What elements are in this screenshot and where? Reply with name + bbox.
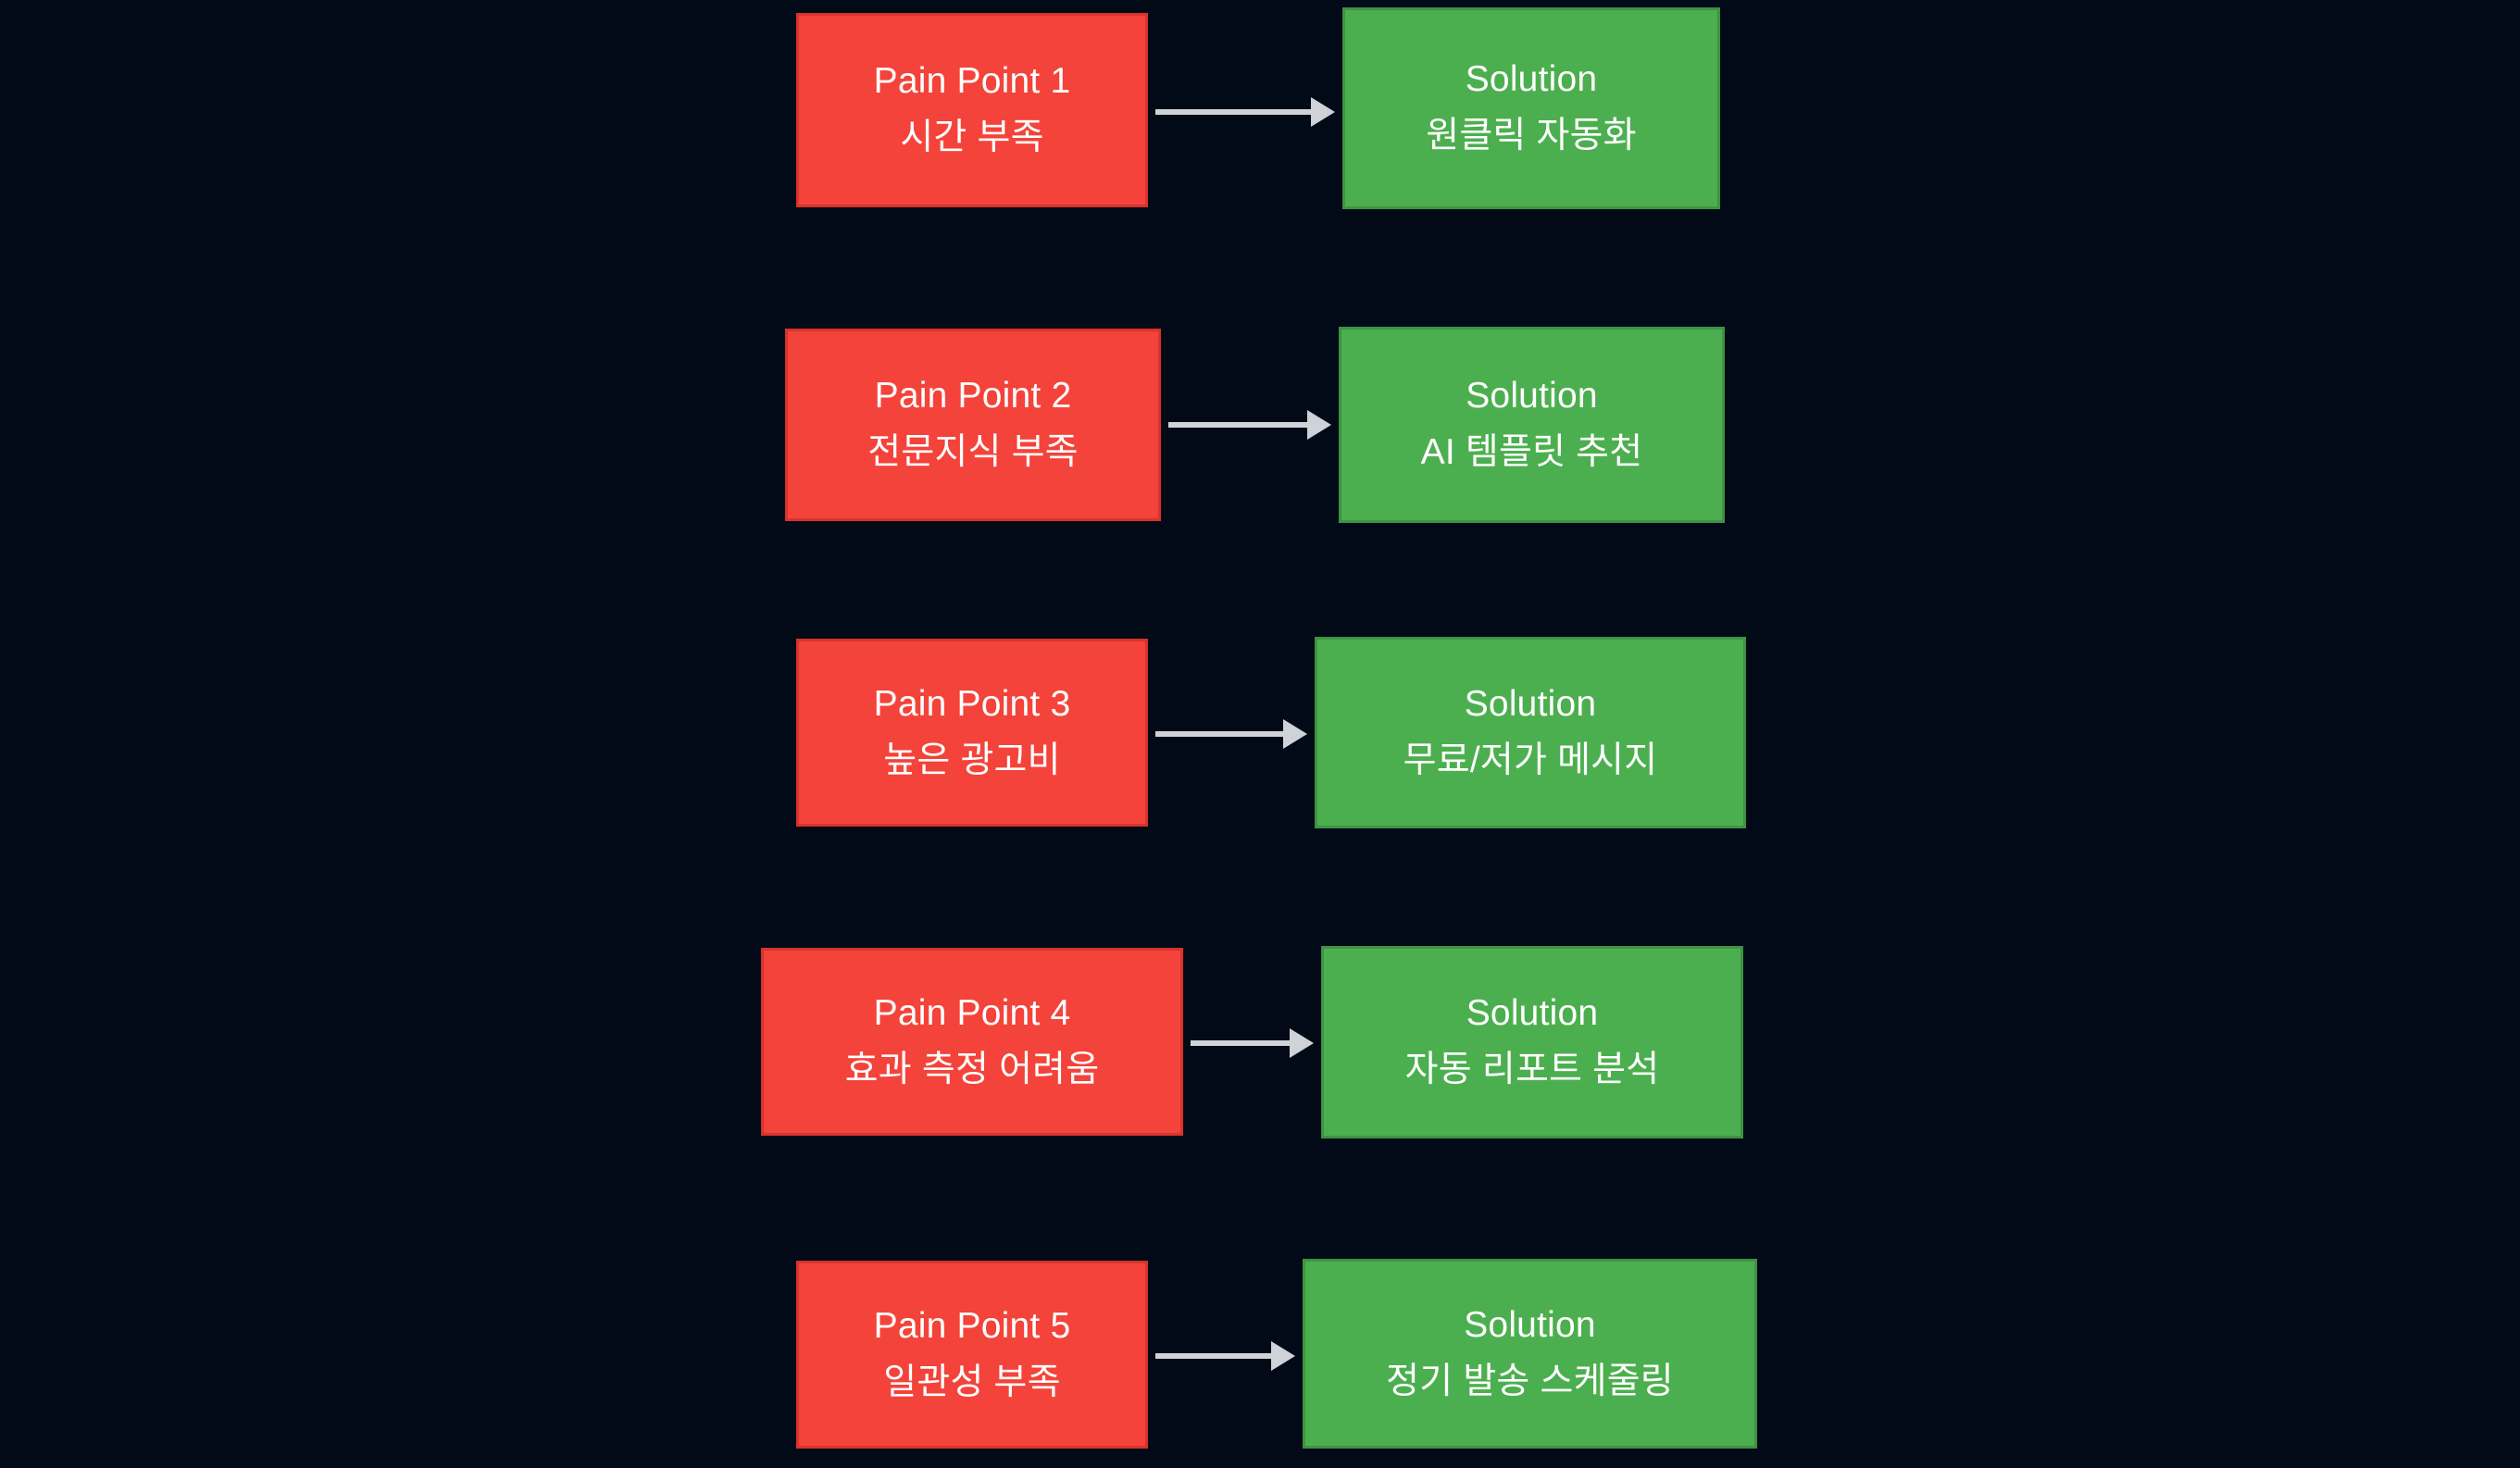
- solution-node-4[interactable]: Solution 자동 리포트 분석: [1321, 946, 1743, 1138]
- solution-subtitle-4: 자동 리포트 분석: [1404, 1050, 1660, 1089]
- solution-title-3: Solution: [1464, 683, 1597, 724]
- arrow-shaft-2: [1168, 422, 1309, 428]
- pain-point-node-2[interactable]: Pain Point 2 전문지식 부족: [785, 329, 1161, 521]
- arrow-head-icon-2: [1307, 410, 1331, 440]
- solution-node-2[interactable]: Solution AI 템플릿 추천: [1339, 327, 1725, 523]
- solution-node-5[interactable]: Solution 정기 발송 스케줄링: [1303, 1259, 1757, 1449]
- solution-subtitle-5: 정기 발송 스케줄링: [1386, 1361, 1674, 1401]
- pain-point-title-3: Pain Point 3: [873, 683, 1071, 724]
- arrow-head-icon-5: [1271, 1341, 1295, 1371]
- solution-title-5: Solution: [1464, 1304, 1596, 1345]
- pain-point-node-1[interactable]: Pain Point 1 시간 부족: [796, 13, 1148, 207]
- pain-point-node-3[interactable]: Pain Point 3 높은 광고비: [796, 639, 1148, 827]
- solution-subtitle-3: 무료/저가 메시지: [1403, 740, 1658, 780]
- pain-point-title-1: Pain Point 1: [873, 61, 1071, 102]
- arrow-shaft-5: [1155, 1353, 1273, 1359]
- pain-point-subtitle-1: 시간 부족: [900, 118, 1044, 157]
- pain-point-subtitle-5: 일관성 부족: [883, 1362, 1061, 1402]
- pain-point-subtitle-2: 전문지식 부족: [867, 432, 1079, 472]
- arrow-head-icon-3: [1283, 719, 1307, 749]
- pain-point-subtitle-4: 효과 측정 어려움: [844, 1049, 1100, 1089]
- solution-node-3[interactable]: Solution 무료/저가 메시지: [1315, 637, 1746, 828]
- solution-node-1[interactable]: Solution 원클릭 자동화: [1342, 7, 1720, 209]
- arrow-shaft-3: [1155, 731, 1285, 737]
- pain-point-title-5: Pain Point 5: [873, 1305, 1071, 1346]
- pain-point-node-5[interactable]: Pain Point 5 일관성 부족: [796, 1261, 1148, 1449]
- arrow-head-icon-1: [1311, 97, 1335, 127]
- solution-title-1: Solution: [1465, 59, 1598, 100]
- arrow-shaft-1: [1155, 109, 1313, 115]
- solution-subtitle-2: AI 템플릿 추천: [1420, 432, 1643, 472]
- pain-point-title-2: Pain Point 2: [874, 376, 1072, 417]
- solution-title-4: Solution: [1466, 993, 1599, 1034]
- arrow-shaft-4: [1191, 1040, 1291, 1046]
- solution-title-2: Solution: [1466, 376, 1598, 417]
- arrow-head-icon-4: [1290, 1028, 1314, 1058]
- pain-point-node-4[interactable]: Pain Point 4 효과 측정 어려움: [761, 948, 1183, 1136]
- solution-subtitle-1: 원클릭 자동화: [1426, 116, 1637, 156]
- pain-point-title-4: Pain Point 4: [873, 992, 1071, 1033]
- pain-point-subtitle-3: 높은 광고비: [883, 740, 1061, 780]
